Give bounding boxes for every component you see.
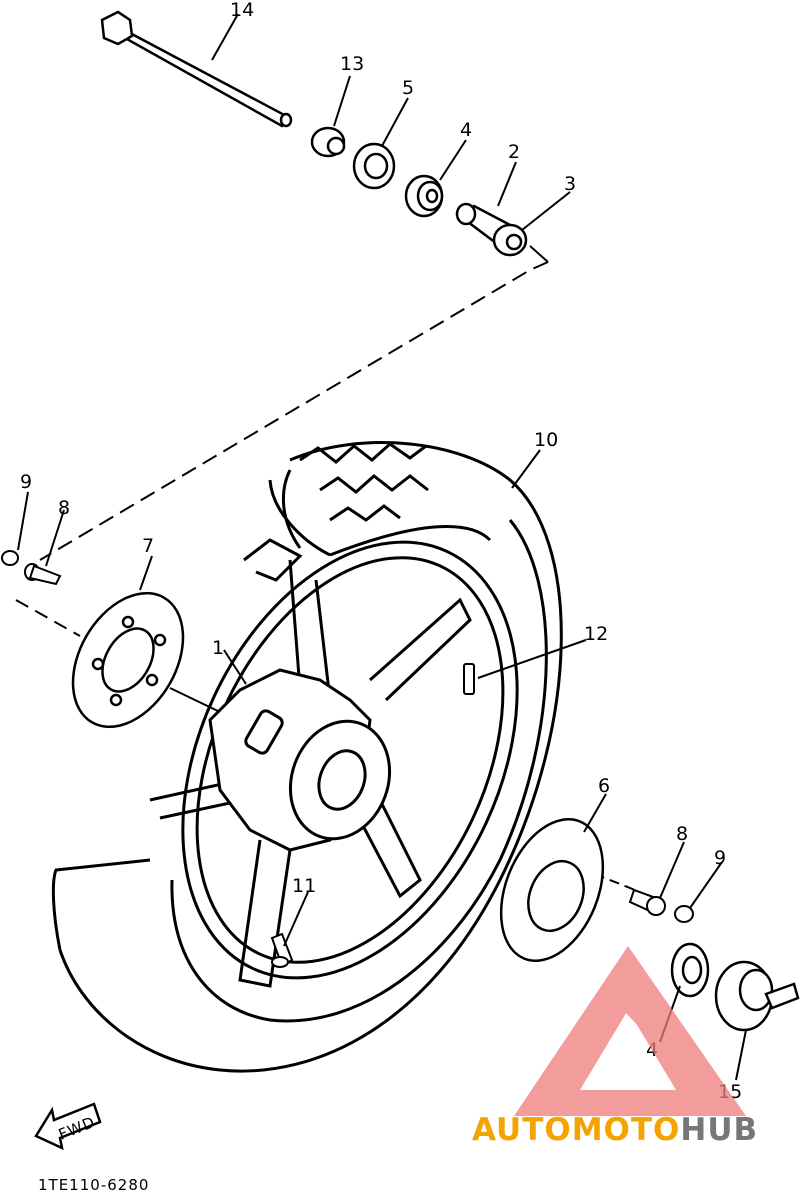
label-2: 2 — [508, 141, 520, 163]
tire — [51, 441, 563, 1073]
bolt-left — [24, 563, 62, 586]
label-4-top: 4 — [460, 119, 472, 141]
label-14: 14 — [230, 0, 254, 21]
nut-right — [674, 905, 694, 923]
label-9-right: 9 — [714, 847, 726, 869]
nut-left — [1, 550, 19, 566]
watermark-text-part1: AUTOMOTO — [472, 1112, 681, 1148]
spacer — [455, 202, 528, 257]
balance-weight — [463, 663, 475, 695]
watermark-text: AUTOMOTOHUB — [472, 1112, 758, 1148]
diagram-code: 1TE110-6280 — [38, 1176, 149, 1194]
label-10: 10 — [534, 429, 558, 451]
brake-disc-right — [499, 818, 605, 962]
label-3: 3 — [564, 173, 576, 195]
label-8-left: 8 — [58, 497, 70, 519]
wheel-rim — [149, 538, 519, 988]
gear-unit — [714, 960, 800, 1032]
label-8-right: 8 — [676, 823, 688, 845]
label-5: 5 — [402, 77, 414, 99]
label-9-left: 9 — [20, 471, 32, 493]
label-1: 1 — [212, 637, 224, 659]
collar — [310, 126, 346, 158]
forward-arrow: FWD — [34, 1102, 102, 1151]
label-12: 12 — [584, 623, 608, 645]
watermark-text-part2: HUB — [680, 1112, 759, 1148]
axle — [100, 10, 293, 128]
watermark-logo-icon — [514, 946, 746, 1116]
label-11: 11 — [292, 875, 316, 897]
brake-disc-left — [71, 591, 185, 729]
leader-lines — [17, 13, 747, 1081]
label-6: 6 — [598, 775, 610, 797]
valve — [270, 932, 294, 968]
bearing-right — [670, 942, 710, 998]
bearing-top — [404, 174, 444, 218]
label-7: 7 — [142, 535, 154, 557]
assembly-lines — [15, 245, 641, 893]
bolt-right — [628, 888, 666, 916]
oil-seal — [352, 142, 396, 190]
label-13: 13 — [340, 53, 364, 75]
